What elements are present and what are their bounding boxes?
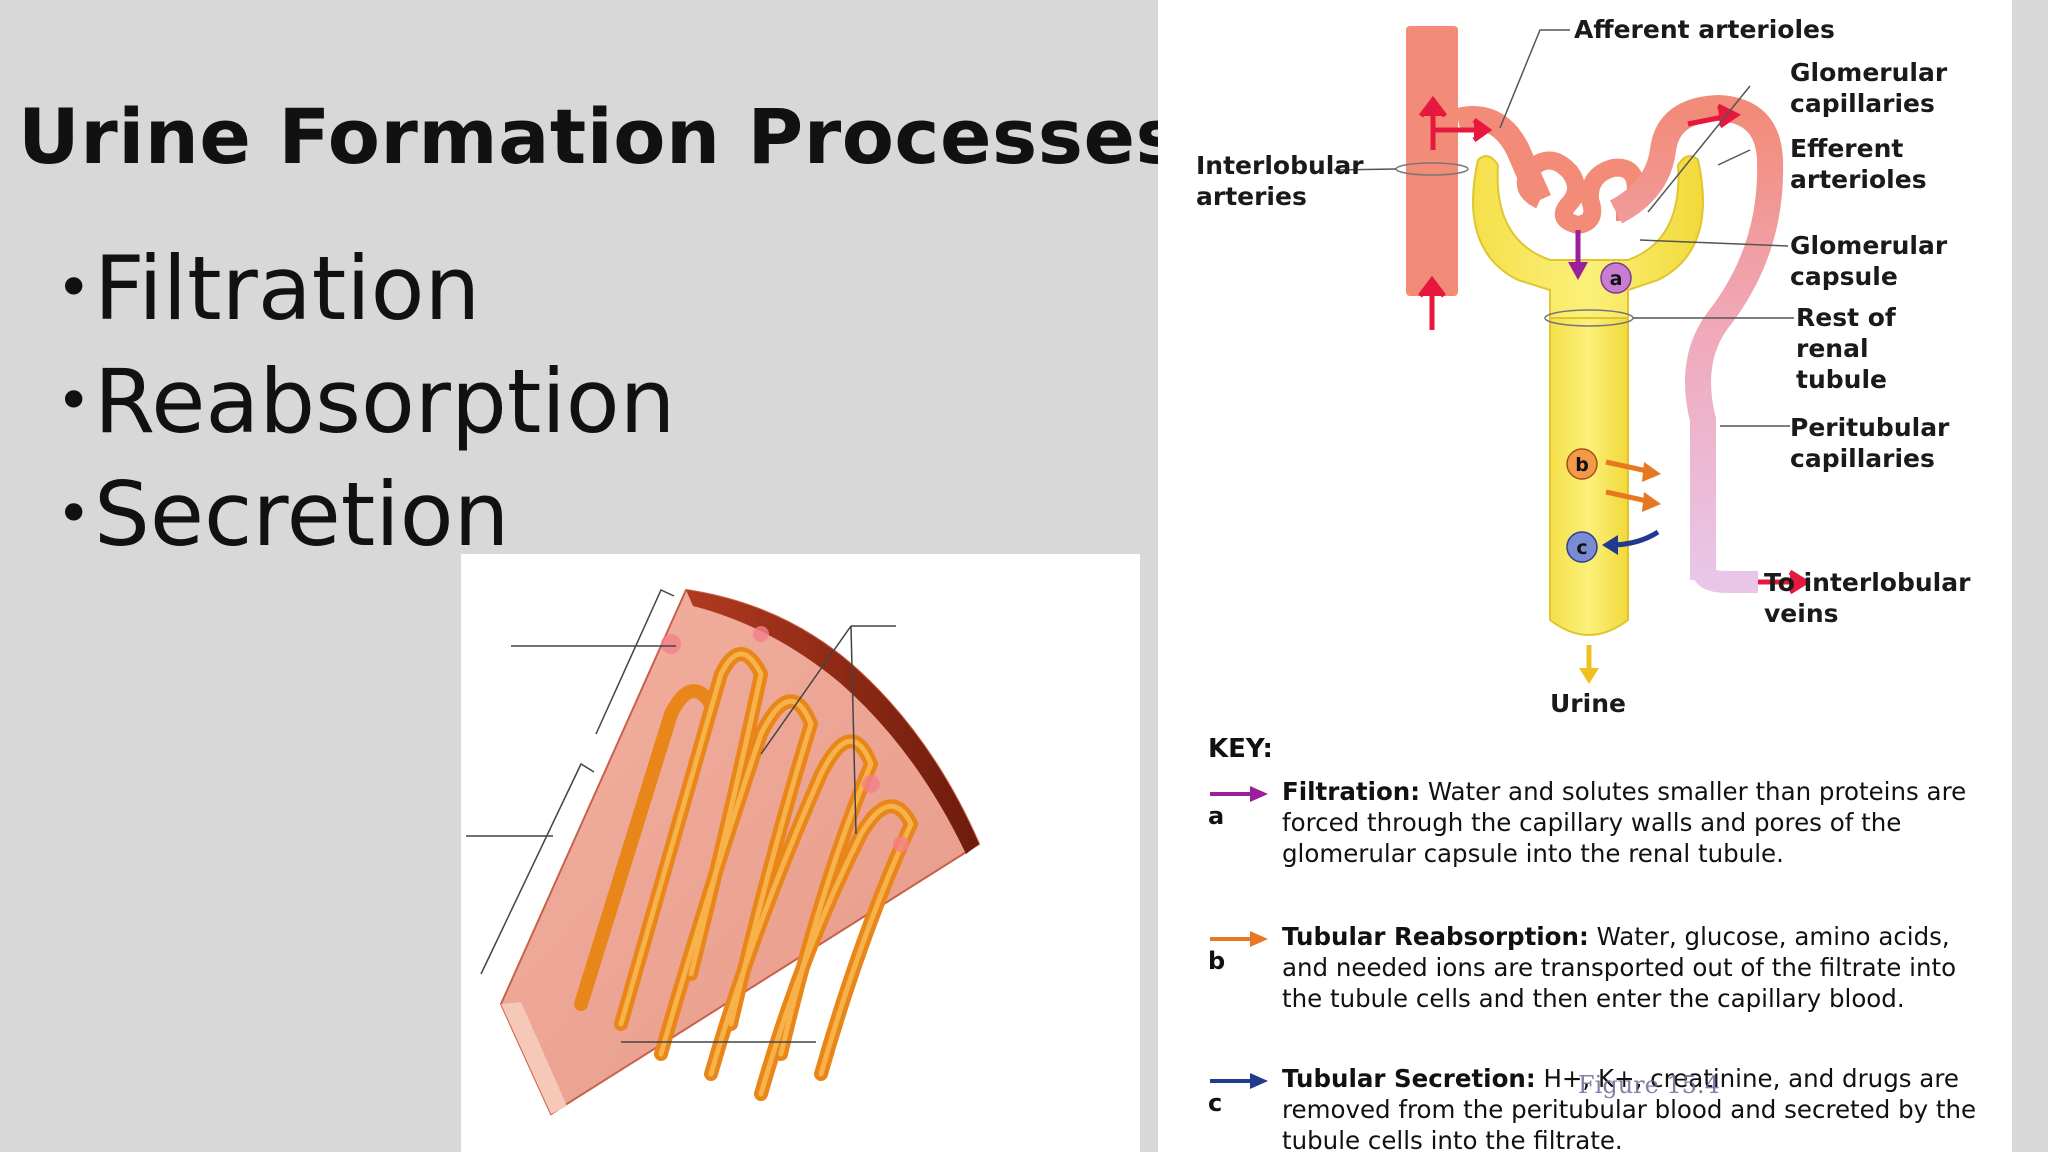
glomerular-capsule [1472,155,1704,321]
bullet-dot: • [56,479,92,549]
filtration-key-arrow [1210,786,1268,802]
marker-b: b [1575,454,1589,476]
kidney-wedge-illustration [466,588,981,1116]
glomerular-capillaries [1516,151,1646,235]
reabsorption-arrows [1605,459,1661,512]
secretion-arrow [1602,529,1660,555]
label-peritubular-capillaries: Peritubular capillaries [1790,413,1950,473]
leader-lines [1333,29,1794,427]
interlobular-artery [1406,26,1458,296]
marker-b-circle [1566,448,1598,480]
nephron-diagram-panel: a b c Afferent arterioles Glomerular cap… [1158,0,2012,1152]
bullet-item: •Filtration [56,232,675,345]
key-title: KEY: [1208,734,1273,764]
bullet-item: •Secretion [56,458,675,571]
marker-c: c [1576,537,1587,559]
key-letter-b: b [1208,947,1226,975]
key-text-reabsorption: Tubular Reabsorption: Water, glucose, am… [1282,921,2002,1014]
marker-a: a [1610,268,1623,290]
urine-arrow [1579,645,1599,684]
reabsorption-key-arrow [1210,931,1268,947]
bullet-text: Filtration [94,237,481,340]
blood-flow-arrows [1418,95,1811,595]
bullet-text: Secretion [94,463,510,566]
label-interlobular-arteries: Interlobular arteries [1196,151,1364,211]
bullet-list: •Filtration •Reabsorption •Secretion [56,232,675,571]
bullet-item: •Reabsorption [56,345,675,458]
label-efferent-arterioles: Efferent arterioles [1790,134,1927,194]
label-glomerular-capsule: Glomerular capsule [1790,231,1948,291]
slide-title: Urine Formation Processes [18,92,1182,181]
label-urine: Urine [1550,689,1626,718]
peritubular-capillary-outlet [1692,567,1758,593]
key-heading: Tubular Secretion: [1282,1064,1536,1093]
marker-a-circle [1600,262,1632,294]
bullet-dot: • [56,253,92,323]
efferent-arteriole [1609,94,1784,580]
secretion-key-arrow [1210,1073,1268,1089]
kidney-section-image [461,554,1140,1152]
bullet-text: Reabsorption [94,350,676,453]
figure-caption: Figure 15.4 [1578,1071,1720,1099]
key-heading: Filtration: [1282,777,1421,806]
key-heading: Tubular Reabsorption: [1282,922,1589,951]
key-description: H+, K+, creatinine, and drugs are remove… [1282,1064,1977,1152]
key-description: Water and solutes smaller than proteins … [1282,777,1967,868]
key-letter-a: a [1208,802,1225,830]
filtration-arrow [1568,230,1588,280]
key-letter-c: c [1208,1089,1223,1117]
nephron-diagram: a b c [1333,26,1811,684]
marker-c-circle [1566,531,1598,563]
key-description: Water, glucose, amino acids, and needed … [1282,922,1957,1013]
label-afferent-arterioles: Afferent arterioles [1574,15,1835,44]
key-text-filtration: Filtration: Water and solutes smaller th… [1282,776,2002,869]
bullet-dot: • [56,366,92,436]
label-rest-of-renal-tubule: Rest of renal tubule [1796,303,1896,394]
label-glomerular-capillaries: Glomerular capillaries [1790,58,1948,118]
key-text-secretion: Tubular Secretion: H+, K+, creatinine, a… [1282,1063,2002,1152]
label-to-interlobular-veins: To interlobular veins [1764,568,1971,628]
